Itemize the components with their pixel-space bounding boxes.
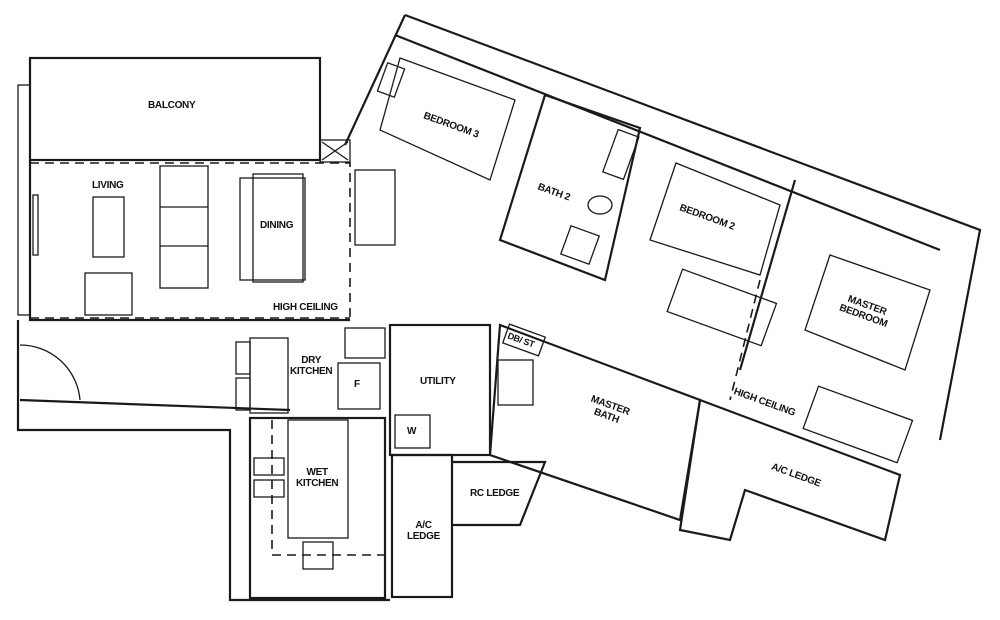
room-label-living: LIVING [92, 180, 124, 191]
room-label-wet-kitchen: WET KITCHEN [296, 467, 339, 489]
room-label-dry-kitchen: DRY KITCHEN [290, 355, 333, 377]
room-label-high-ceiling-living: HIGH CEILING [273, 302, 338, 313]
room-label-rc-ledge: RC LEDGE [470, 488, 520, 499]
room-label-ac-ledge-small: A/C LEDGE [407, 520, 440, 542]
room-label-dining: DINING [260, 220, 294, 231]
appliance-label-washer: W [407, 426, 417, 437]
room-label-balcony: BALCONY [148, 100, 196, 111]
room-label-utility: UTILITY [420, 376, 456, 387]
appliance-label-fridge: F [354, 379, 360, 390]
